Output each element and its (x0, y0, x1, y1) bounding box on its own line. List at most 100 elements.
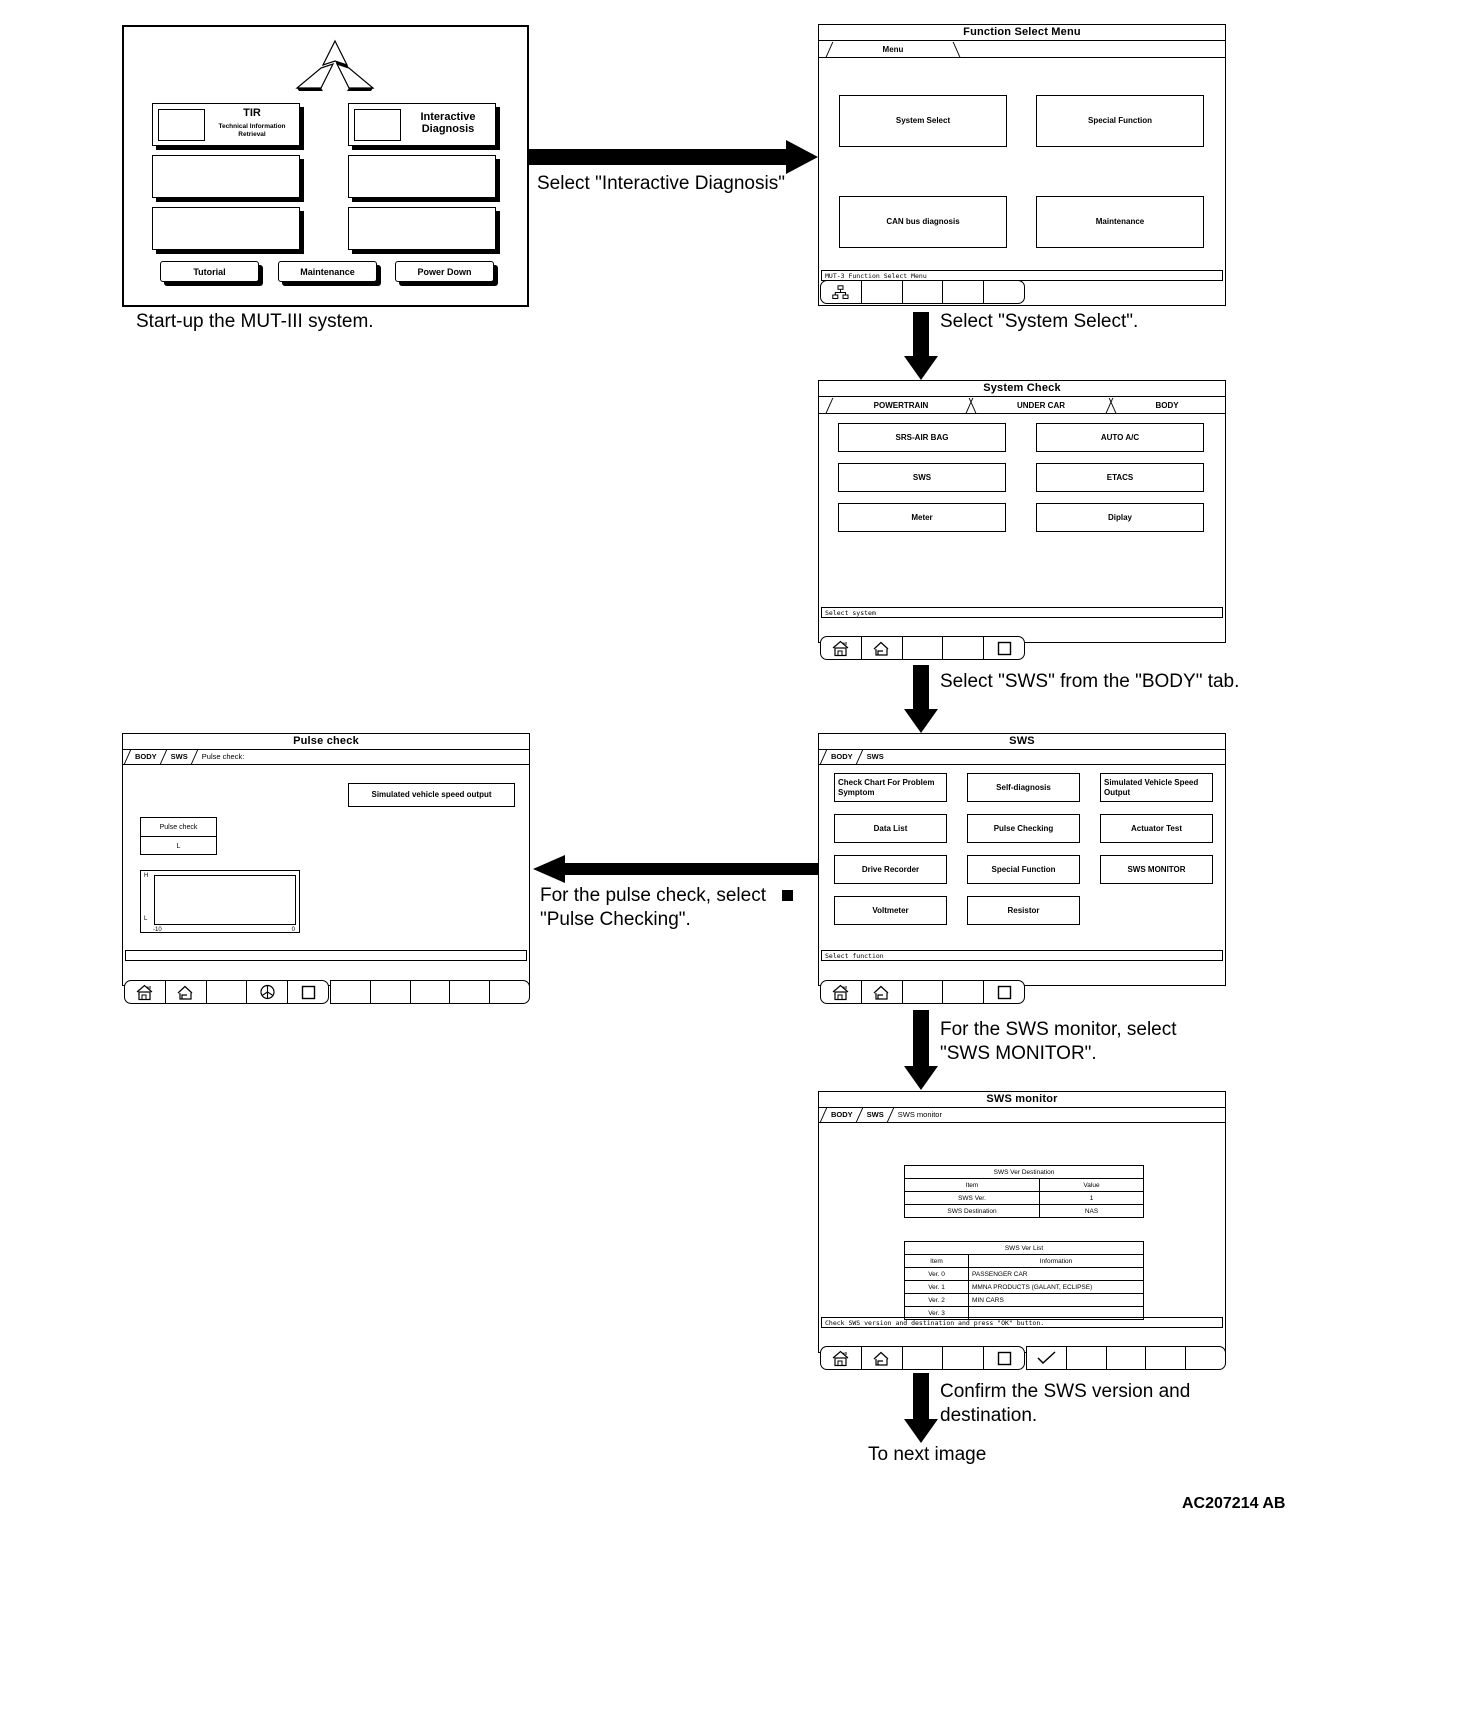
breadcrumb-sws[interactable]: SWS (859, 1108, 890, 1122)
check-chart-for-problem-symptom-button[interactable]: Check Chart For Problem Symptom (834, 773, 947, 802)
toolbar-back-button[interactable] (862, 637, 903, 659)
toolbar-blank-1[interactable] (207, 981, 248, 1003)
toolbar2-blank-4[interactable] (450, 981, 491, 1003)
breadcrumb-pulse-check[interactable]: Pulse check: (194, 750, 251, 764)
maintenance-button[interactable]: Maintenance (278, 261, 377, 282)
toolbar-blank-1[interactable] (903, 981, 944, 1003)
toolbar2-blank-2[interactable] (1107, 1347, 1147, 1369)
special-function-button[interactable]: Special Function (1036, 95, 1204, 147)
toolbar2-blank-3[interactable] (411, 981, 451, 1003)
system-check-window: System Check POWERTRAIN UNDER CAR BODY S… (818, 380, 1226, 643)
arrow4-label: For the pulse check, select "Pulse Check… (540, 885, 766, 930)
toolbar-stop-button[interactable] (984, 981, 1024, 1003)
breadcrumb-body[interactable]: BODY (127, 750, 163, 764)
tir-title: TIR (243, 107, 261, 119)
toolbar-stop-button[interactable] (984, 1347, 1024, 1369)
tab-body[interactable]: BODY (1105, 398, 1217, 413)
tab-menu[interactable]: Menu (825, 42, 961, 57)
power-down-label: Power Down (417, 266, 472, 277)
toolbar-blank-2[interactable] (943, 981, 985, 1003)
tab-under-car[interactable]: UNDER CAR (965, 398, 1117, 413)
auto-ac-button[interactable]: AUTO A/C (1036, 423, 1204, 452)
power-down-button[interactable]: Power Down (395, 261, 494, 282)
toolbar-blank-1[interactable] (903, 637, 944, 659)
toolbar-network-button[interactable] (821, 281, 862, 303)
toolbar-home-button[interactable] (821, 981, 862, 1003)
toolbar-blank-1[interactable] (903, 1347, 944, 1369)
startup-button-tir[interactable]: TIR Technical Information Retrieval (152, 103, 300, 146)
toolbar-blank-2[interactable] (943, 637, 985, 659)
pulse-check-toolbar-secondary (330, 980, 530, 1004)
sws-button[interactable]: SWS (838, 463, 1006, 492)
startup-button-3[interactable] (152, 155, 300, 198)
toolbar-blank-2[interactable] (903, 281, 944, 303)
toolbar-back-button[interactable] (166, 981, 207, 1003)
toolbar2-blank-4[interactable] (1186, 1347, 1225, 1369)
toolbar-home-button[interactable] (821, 637, 862, 659)
toolbar-blank-1[interactable] (862, 281, 903, 303)
graph-x-right-label: 0 (291, 927, 295, 933)
diplay-button[interactable]: Diplay (1036, 503, 1204, 532)
breadcrumb-body[interactable]: BODY (823, 750, 859, 764)
toolbar2-blank-1[interactable] (331, 981, 371, 1003)
toolbar2-blank-2[interactable] (371, 981, 411, 1003)
startup-button-5[interactable] (152, 207, 300, 250)
etacs-button[interactable]: ETACS (1036, 463, 1204, 492)
system-select-button[interactable]: System Select (839, 95, 1007, 147)
maintenance-menu-button[interactable]: Maintenance (1036, 196, 1204, 248)
sws-monitor-toolbar (820, 1346, 1025, 1370)
startup-button-interactive-diagnosis[interactable]: Interactive Diagnosis (348, 103, 496, 146)
tutorial-button[interactable]: Tutorial (160, 261, 259, 282)
sws-monitor-button[interactable]: SWS MONITOR (1100, 855, 1213, 884)
toolbar-ok-button[interactable] (1027, 1347, 1067, 1369)
figure-code: AC207214 AB (1182, 1495, 1286, 1512)
breadcrumb-sws[interactable]: SWS (859, 750, 890, 764)
toolbar-stop-button[interactable] (984, 637, 1024, 659)
toolbar-home-button[interactable] (125, 981, 166, 1003)
can-bus-diagnosis-button[interactable]: CAN bus diagnosis (839, 196, 1007, 248)
self-diagnosis-button[interactable]: Self-diagnosis (967, 773, 1080, 802)
toolbar-back-button[interactable] (862, 1347, 903, 1369)
toolbar-blank-2[interactable] (943, 1347, 985, 1369)
meter-button[interactable]: Meter (838, 503, 1006, 532)
table1-r0-value: 1 (1039, 1191, 1144, 1205)
function-select-menu-window: Function Select Menu Menu System Select … (818, 24, 1226, 306)
actuator-test-button[interactable]: Actuator Test (1100, 814, 1213, 843)
toolbar-print-button[interactable] (247, 981, 289, 1003)
function-select-tabstrip: Menu (819, 41, 1225, 58)
startup-button-4[interactable] (348, 155, 496, 198)
voltmeter-button[interactable]: Voltmeter (834, 896, 947, 925)
startup-button-6[interactable] (348, 207, 496, 250)
breadcrumb-sws-monitor[interactable]: SWS monitor (890, 1108, 948, 1122)
tab-powertrain[interactable]: POWERTRAIN (825, 398, 977, 413)
table1-r0-item: SWS Ver. (904, 1191, 1040, 1205)
sws-breadcrumb: BODY SWS (819, 750, 1225, 765)
sws-monitor-label: SWS MONITOR (1127, 864, 1186, 874)
data-list-button[interactable]: Data List (834, 814, 947, 843)
srs-air-bag-button[interactable]: SRS-AIR BAG (838, 423, 1006, 452)
back-icon (176, 984, 195, 1001)
simulated-vehicle-speed-output-display[interactable]: Simulated vehicle speed output (348, 783, 515, 807)
special-function-sws-button[interactable]: Special Function (967, 855, 1080, 884)
data-list-label: Data List (873, 823, 908, 833)
toolbar2-blank-3[interactable] (1146, 1347, 1187, 1369)
toolbar-stop-button[interactable] (288, 981, 328, 1003)
toolbar2-blank-1[interactable] (1067, 1347, 1107, 1369)
system-check-body: SRS-AIR BAG SWS Meter AUTO A/C ETACS Dip… (819, 414, 1225, 625)
breadcrumb-body[interactable]: BODY (823, 1108, 859, 1122)
pulse-check-body: Simulated vehicle speed output Pulse che… (123, 765, 529, 968)
toolbar-home-button[interactable] (821, 1347, 862, 1369)
table2-r1-info: MMNA PRODUCTS (GALANT, ECLIPSE) (968, 1280, 1144, 1294)
toolbar-blank-4[interactable] (984, 281, 1024, 303)
arrow4-square-marker (782, 890, 793, 901)
toolbar-blank-3[interactable] (943, 281, 985, 303)
resistor-button[interactable]: Resistor (967, 896, 1080, 925)
breadcrumb-sws[interactable]: SWS (163, 750, 194, 764)
special-function-label: Special Function (1087, 116, 1152, 125)
drive-recorder-button[interactable]: Drive Recorder (834, 855, 947, 884)
print-icon (259, 984, 276, 1000)
simulated-vehicle-speed-output-button[interactable]: Simulated Vehicle Speed Output (1100, 773, 1213, 802)
toolbar-back-button[interactable] (862, 981, 903, 1003)
pulse-checking-button[interactable]: Pulse Checking (967, 814, 1080, 843)
toolbar2-blank-5[interactable] (490, 981, 529, 1003)
